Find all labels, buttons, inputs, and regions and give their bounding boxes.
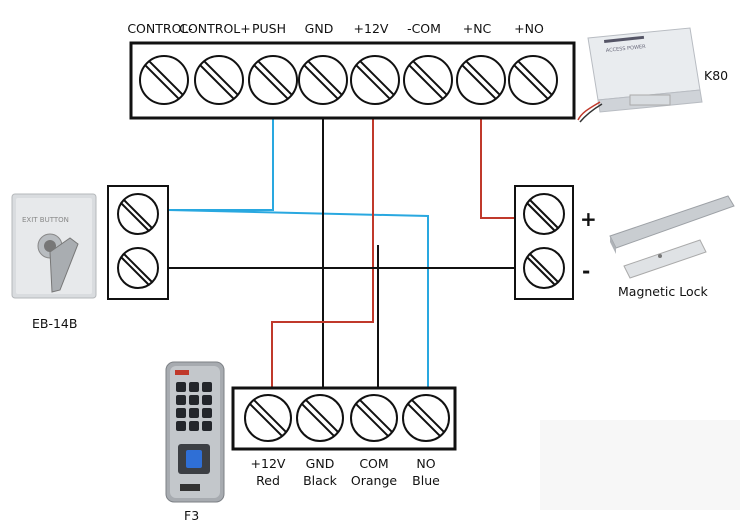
lock-plus-label: + — [580, 207, 597, 231]
keypad-key — [176, 382, 186, 392]
top-terminal-label: +NO — [514, 21, 544, 36]
terminal-screw — [194, 55, 244, 105]
terminal-screw — [244, 394, 292, 442]
exit-button-terminal-block — [107, 185, 169, 300]
exit-button-label: EB-14B — [32, 316, 77, 331]
reader-label: F3 — [184, 508, 199, 523]
top-terminal-block: CONTROL-CONTROL+PUSH GND +12V -COM +NC +NO — [127, 21, 576, 120]
terminal-screw — [508, 55, 558, 105]
reader-device: F3 — [165, 361, 225, 523]
wire-nc-red — [480, 118, 515, 219]
terminal-screw — [117, 193, 159, 235]
terminal-screw — [139, 55, 189, 105]
bottom-terminal-color-label: Red — [256, 473, 280, 488]
keypad-key — [176, 395, 186, 405]
wire-12v-red — [271, 118, 374, 388]
top-terminal-label: GND — [305, 21, 334, 36]
terminal-screw — [350, 394, 398, 442]
k80-device-text: ACCESS POWER — [606, 44, 647, 54]
terminal-screw — [248, 55, 298, 105]
keypad-key — [189, 382, 199, 392]
keypad-key — [176, 421, 186, 431]
keypad-key — [189, 395, 199, 405]
keypad-key — [176, 408, 186, 418]
k80-device: ACCESS POWER K80 — [577, 27, 728, 123]
k80-label: K80 — [704, 68, 728, 83]
wires — [167, 118, 515, 388]
magnetic-lock-device: Magnetic Lock — [609, 195, 735, 299]
terminal-screw — [523, 193, 565, 235]
terminal-screw — [350, 55, 400, 105]
magnetic-lock-label: Magnetic Lock — [618, 284, 708, 299]
terminal-screw — [403, 55, 453, 105]
terminal-screw — [402, 394, 450, 442]
bottom-terminal-color-label: Orange — [351, 473, 397, 488]
keypad-key — [202, 408, 212, 418]
bottom-terminal-block: +12V Red GND Black COM Orange NO Blue — [231, 386, 457, 488]
top-terminal-label: PUSH — [252, 21, 286, 36]
top-terminal-label: CONTROL- — [127, 21, 192, 36]
top-terminal-label: CONTROL+ — [179, 21, 251, 36]
keypad-key — [202, 421, 212, 431]
lock-terminal-block: + - — [514, 185, 597, 300]
keypad-key — [189, 408, 199, 418]
bottom-terminal-signal-label: GND — [306, 456, 335, 471]
keypad-key — [202, 395, 212, 405]
bottom-terminal-signal-label: +12V — [251, 456, 286, 471]
top-terminal-label: +NC — [463, 21, 492, 36]
keypad-key — [202, 382, 212, 392]
bottom-terminal-color-label: Blue — [412, 473, 440, 488]
terminal-screw — [117, 247, 159, 289]
exit-button-device: EXIT BUTTON EB-14B — [11, 193, 97, 331]
keypad-key — [189, 421, 199, 431]
background-smudge — [540, 420, 740, 510]
terminal-screw — [523, 247, 565, 289]
terminal-screw — [296, 394, 344, 442]
terminal-screw — [298, 55, 348, 105]
exit-button-plate-text: EXIT BUTTON — [22, 216, 69, 224]
top-terminal-label: -COM — [407, 21, 441, 36]
bottom-terminal-signal-label: COM — [359, 456, 388, 471]
wire-push-blue — [168, 118, 274, 211]
terminal-screw — [456, 55, 506, 105]
top-terminal-label: +12V — [354, 21, 389, 36]
bottom-terminal-color-label: Black — [303, 473, 338, 488]
lock-minus-label: - — [582, 259, 590, 283]
wire-no-blue — [167, 209, 429, 388]
bottom-terminal-signal-label: NO — [416, 456, 435, 471]
